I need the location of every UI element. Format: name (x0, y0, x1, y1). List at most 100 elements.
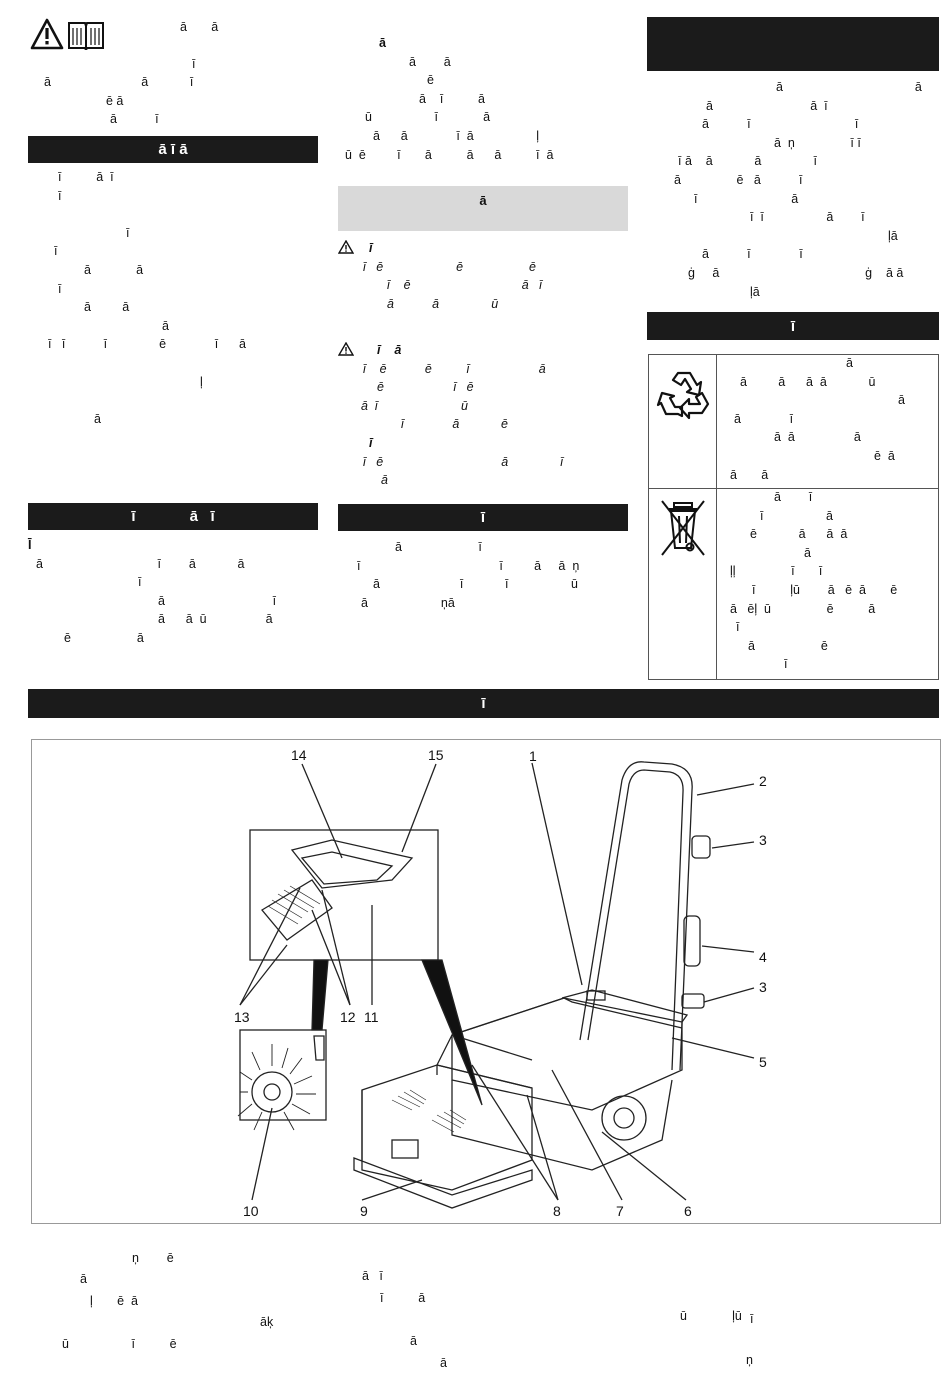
text-line: ā ņā (361, 595, 455, 610)
callout-12: 12 (340, 1009, 356, 1025)
text-line: ļ (200, 374, 203, 389)
text-line: ī ī ā ā ņ (357, 558, 580, 573)
section-header-3: ī (338, 504, 628, 531)
text-line: ū ī ē (62, 1336, 177, 1351)
warning-triangle-icon (30, 18, 64, 50)
callout-7: 7 (616, 1203, 624, 1219)
text-line: ī ē ē ī ā (363, 361, 546, 376)
text-row: ļ ē ā ī (0, 1273, 950, 1327)
text-line: ē ā (106, 93, 124, 108)
text-line: ā ē ā ī (674, 172, 803, 187)
text-line: ā (94, 411, 101, 426)
text-line: ū ī ā (365, 110, 491, 125)
text-line: ī ā (694, 191, 799, 206)
text-line: ē ā (874, 448, 895, 463)
text-line: ī (192, 56, 196, 71)
text-row: ā ī ā ū ļū (0, 1252, 950, 1323)
text-line: ē (427, 73, 434, 88)
text-line: ļā (888, 228, 898, 243)
text-line: ā (440, 1355, 447, 1370)
warning-block-1: ī ī ē ē ē ī ē ā ī ā ā ū (345, 239, 542, 313)
text-line: ā ā ī (706, 98, 828, 113)
disposal-table (648, 354, 939, 680)
crossed-bin-icon (661, 500, 705, 556)
section-header-overview: ī (28, 689, 939, 718)
sub-title: ī (369, 435, 373, 450)
text-row: ņ ē ā ī (0, 1230, 950, 1284)
warning-triangle-icon (338, 240, 354, 254)
callout-14: 14 (291, 747, 307, 763)
text-line: ī ā (760, 508, 833, 523)
text-line: ā ī ā (419, 91, 485, 106)
text-line: ā (804, 545, 811, 560)
text-line: ā ā (409, 54, 451, 69)
text-line: ī ā ē (401, 417, 508, 432)
text-line: Ī (28, 538, 32, 552)
text-line: ī ē ē ē (363, 259, 536, 274)
text-line: ē ā (64, 630, 144, 645)
text-line: ā ā ī ā ļ (373, 128, 540, 143)
text-line (58, 391, 246, 410)
text-line: ī (750, 1312, 754, 1327)
text-line: ā ā ā ā ū (740, 374, 876, 389)
col3-section-a: ā ā ā ā ī ā ī ī ā ņ ī ī ī ā ā ā ī ā (662, 78, 922, 301)
text-line: ā (381, 473, 388, 488)
text-line: ā ā (84, 300, 130, 315)
callout-2: 2 (759, 773, 767, 789)
text-row: āķ ā ņ (0, 1295, 950, 1366)
section-header-1: ā ī ā (28, 136, 318, 163)
callout-11: 11 (364, 1009, 379, 1025)
dark-title-block (647, 17, 939, 71)
text-line: ā ī (110, 112, 159, 127)
text-line: ī (126, 225, 130, 240)
text-line: ī ā ā ā ī (678, 154, 817, 169)
col1-section-b: Ī ā ī ā ā ī ā ī ā ā ū ā ē ā (28, 536, 276, 648)
text-line: ī ī ā ī (750, 210, 865, 225)
text-line: ļā (750, 284, 760, 299)
callout-13: 13 (234, 1009, 250, 1025)
text-line: ā (410, 1333, 417, 1348)
text-line (58, 205, 246, 224)
text-line: ā ā ā (774, 430, 861, 445)
text-line (58, 354, 246, 373)
text-line: ā ī (734, 411, 794, 426)
col1-section-a: ī ā ī ī ī ī ā ā ī ā ā ā ī ī ī ē ī ā ļ ā (48, 168, 246, 428)
text-line: ā ī ā ā (36, 556, 245, 571)
machine-figure: 1 2 3 4 3 5 6 7 8 9 10 13 12 11 14 15 (31, 739, 941, 1224)
text-line: ļļ ī ī (730, 564, 823, 579)
text-line: ā ā ū ā (158, 612, 273, 627)
text-line: ā (162, 318, 169, 333)
text-line: ī ā ī (58, 170, 114, 184)
text-line: ļ ē ā (90, 1293, 138, 1308)
text-line: ī ē ā ī (387, 278, 542, 293)
text-line: ā ā ū (387, 296, 499, 311)
text-line: ā ā (180, 20, 219, 34)
text-line: ā ņ ī ī (774, 135, 861, 150)
callout-5: 5 (759, 1054, 767, 1070)
recycle-text: ā ā ā ā ā ū ā ā ī ā ā ā ē ā ā ā (730, 354, 905, 484)
text-row: ū ī ē ā (0, 1316, 950, 1370)
manual-book-icon (68, 22, 104, 50)
text-line: ē ā ā ā (750, 527, 848, 542)
text-line: ā ā ī (44, 75, 194, 90)
text-line: ā (898, 393, 905, 408)
col2-section-a: ā ā ā ē ā ī ā ū ī ā ā ā ī ā ļ ū ē ī ā ā … (345, 34, 553, 164)
bottom-text: ņ ē ā ī ā ī ā ū ļū ļ ē ā ī āķ ā ņ ū ī ē … (0, 1230, 950, 1370)
callout-4: 4 (759, 949, 767, 965)
text-line: ā ā (84, 262, 144, 277)
text-line: ī ā (380, 1290, 426, 1305)
text-line: ā ī ū (361, 398, 468, 413)
col2-section-b: ā ī ī ī ā ā ņ ā ī ī ū ā ņā (345, 538, 579, 612)
text-line: ī (58, 281, 62, 296)
text-line: ņ ē (132, 1250, 174, 1265)
text-line: ā ā (730, 467, 769, 482)
callout-8: 8 (553, 1203, 561, 1219)
text-line: ū ē ī ā ā ā ī ā (345, 147, 554, 162)
callout-9: 9 (360, 1203, 368, 1219)
text-line: ā (80, 1272, 87, 1287)
callout-3: 3 (759, 832, 767, 848)
callout-3b: 3 (759, 979, 767, 995)
text-line: ī (58, 188, 62, 203)
text-line: ņ (746, 1352, 753, 1367)
text-line: ā ī ī (702, 117, 859, 132)
